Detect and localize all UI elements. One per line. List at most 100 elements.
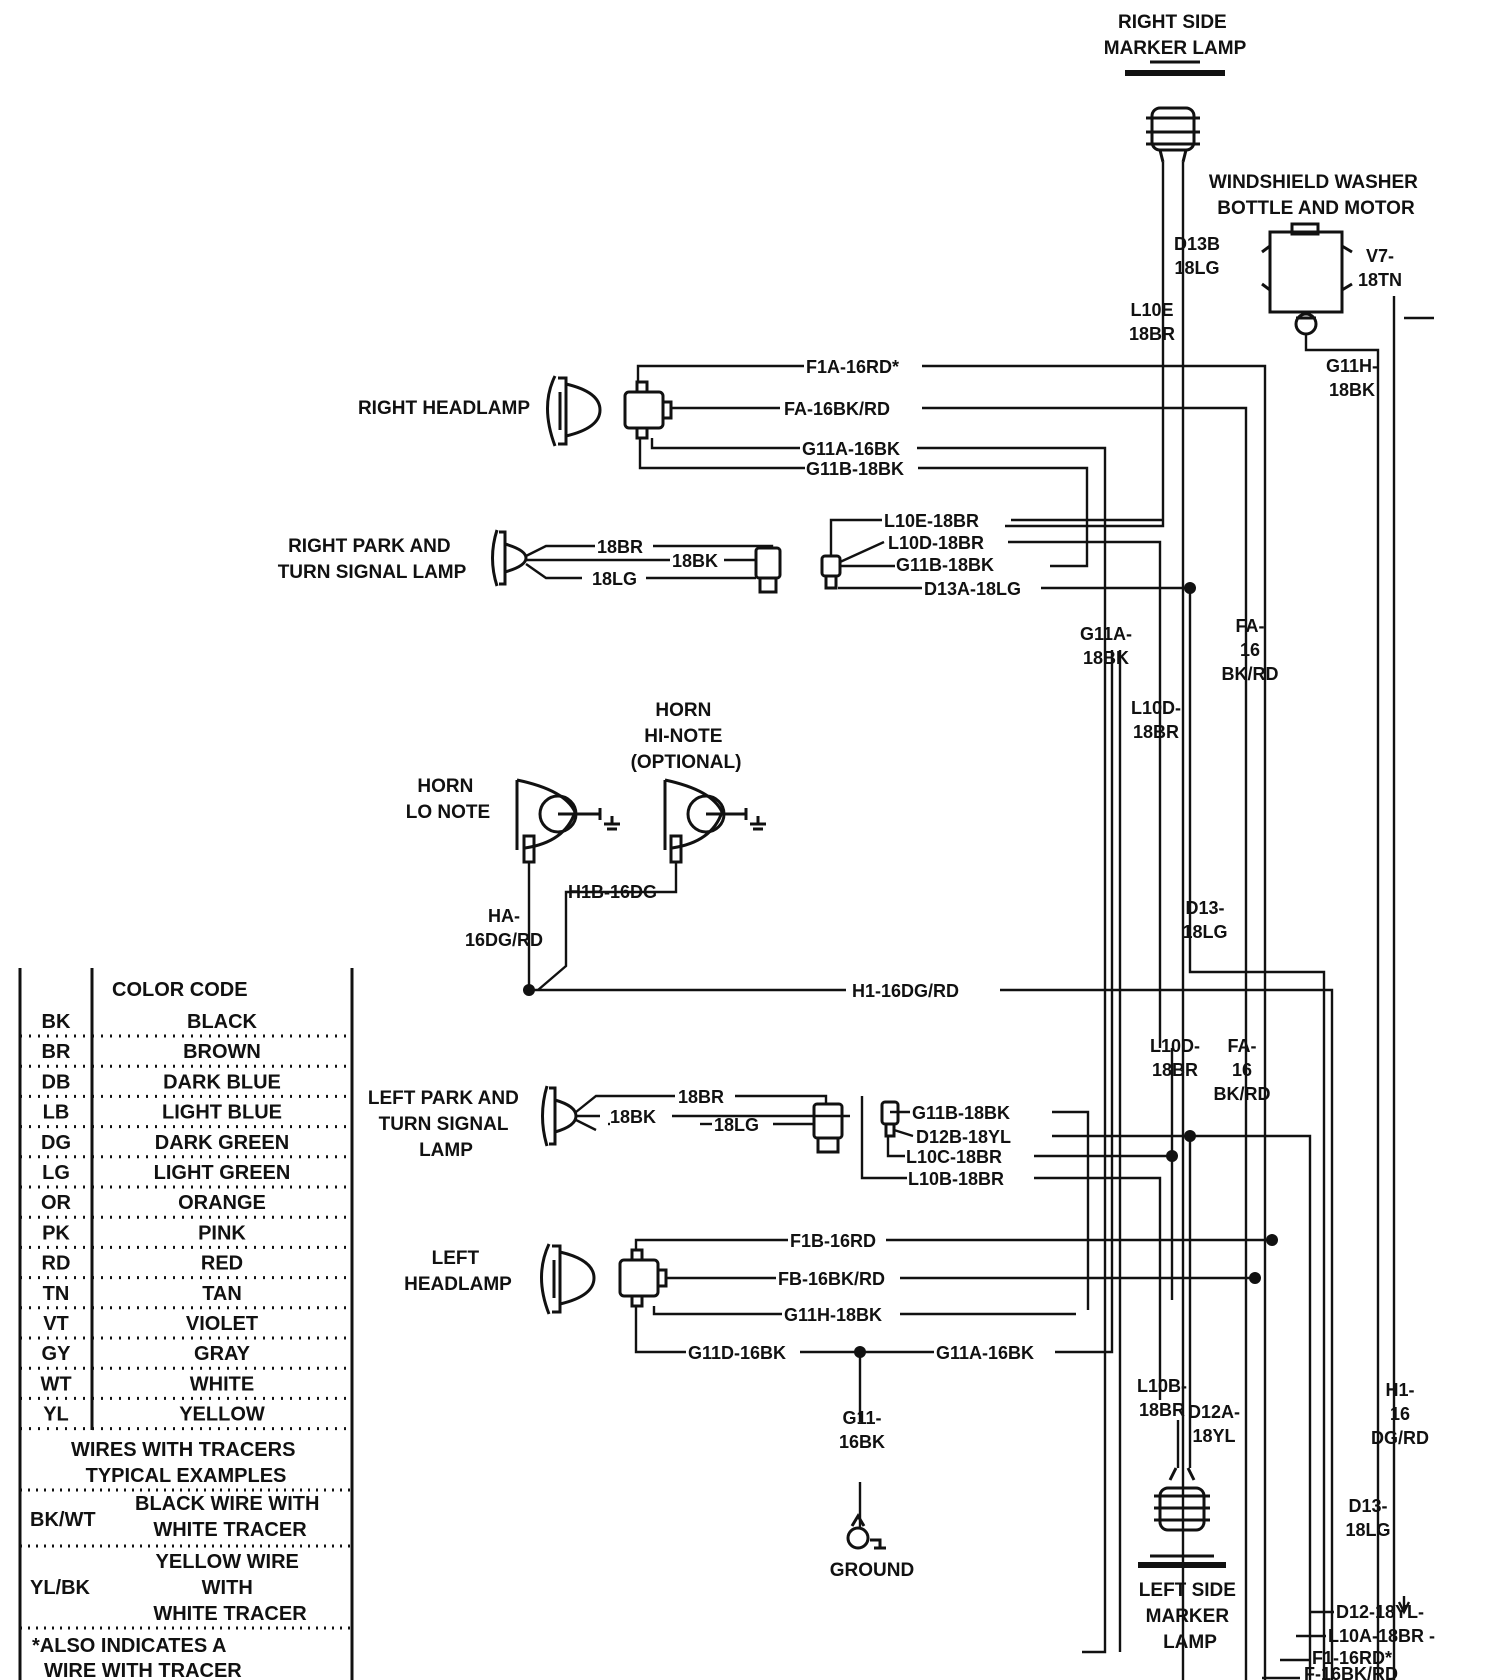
wire-label-g11b: G11B-18BK <box>806 459 904 479</box>
wire-label-v7: V7-18TN <box>1358 246 1402 290</box>
legend-code: BR <box>42 1041 71 1063</box>
wire-label-f1a: F1A-16RD* <box>806 357 899 377</box>
wire-label-g11h: G11H-18BK <box>784 1305 882 1325</box>
wire-label-d12-out: D12-18YL- <box>1336 1602 1424 1622</box>
wire-label-d13-v: D13-18LG <box>1182 898 1227 942</box>
wire-label-l10c: L10C-18BR <box>906 1147 1002 1167</box>
wire-label-g11a-l: G11A-16BK <box>936 1343 1034 1363</box>
wire-label-g11b-h: G11B-18BK <box>896 555 994 575</box>
legend-tracer-desc-ylbk: YELLOW WIRE WITH WHITE TRACER <box>153 1551 307 1625</box>
legend-tracers-title: WIRES WITH TRACERS TYPICAL EXAMPLES <box>71 1439 301 1487</box>
legend-color-name: VIOLET <box>186 1313 258 1335</box>
wire-label-d13-v2: D13-18LG <box>1345 1496 1390 1540</box>
left-park-lamp-label: LEFT PARK AND TURN SIGNAL LAMP <box>368 1088 524 1161</box>
wire-label-d12a: D12A-18YL <box>1188 1402 1240 1446</box>
legend-color-name: TAN <box>202 1283 242 1305</box>
right-park-lamp-symbol <box>491 529 842 594</box>
legend-tracer-code-ylbk: YL/BK <box>30 1577 91 1599</box>
legend-code: RD <box>42 1253 71 1275</box>
wire-label-d13a: D13A-18LG <box>924 579 1021 599</box>
legend-color-name: ORANGE <box>178 1192 266 1214</box>
legend-color-name: DARK GREEN <box>155 1132 289 1154</box>
legend-code: DB <box>42 1071 71 1093</box>
wire-label-f-out: F-16BK/RD <box>1304 1664 1398 1680</box>
legend-code: YL <box>43 1404 69 1426</box>
right-headlamp-symbol <box>546 375 673 447</box>
legend-color-name: DARK BLUE <box>163 1071 281 1093</box>
wire-label-l10d-v2: L10D-18BR <box>1150 1036 1200 1080</box>
legend-code: TN <box>43 1283 70 1305</box>
legend-code: GY <box>42 1343 72 1365</box>
wire-label-g11a: G11A-16BK <box>802 439 900 459</box>
wire-label-rp-18br: 18BR <box>597 537 643 557</box>
legend-color-name: GRAY <box>194 1343 251 1365</box>
legend-note: *ALSO INDICATES A WIRE WITH TRACER <box>32 1635 242 1680</box>
right-side-marker-lamp-symbol <box>1125 60 1225 163</box>
wire-label-ha: HA-16DG/RD <box>465 906 543 950</box>
legend-color-name: PINK <box>198 1222 246 1244</box>
legend-color-name: YELLOW <box>179 1404 265 1426</box>
wire-label-g11d: G11D-16BK <box>688 1343 786 1363</box>
left-headlamp-label: LEFT HEADLAMP <box>404 1248 512 1295</box>
horn-hi-symbol <box>663 778 766 864</box>
right-headlamp-label: RIGHT HEADLAMP <box>358 398 530 419</box>
ground-symbol <box>846 1513 886 1550</box>
right-park-lamp-label: RIGHT PARK AND TURN SIGNAL LAMP <box>278 536 467 583</box>
wire-label-g11-v: G11-16BK <box>839 1408 885 1452</box>
legend-rows: BK BLACK BR BROWN DB DARK BLUE LB LIGHT BLUE DG D… <box>20 1011 352 1431</box>
wire-label-g11b-l: G11B-18BK <box>912 1103 1010 1123</box>
legend-color-name: BROWN <box>183 1041 261 1063</box>
wire-label-l10a-out: L10A-18BR - <box>1328 1626 1435 1646</box>
wire-label-f1b: F1B-16RD <box>790 1231 876 1251</box>
legend-code: WT <box>40 1373 71 1395</box>
wire-label-lp-18bk: 18BK <box>610 1107 656 1127</box>
right-side-marker-lamp-label: RIGHT SIDE MARKER LAMP <box>1104 12 1247 59</box>
wire-label-fa: FA-16BK/RD <box>784 399 890 419</box>
horn-hi-label: HORN HI-NOTE (OPTIONAL) <box>631 700 742 773</box>
wire-label-rp-18lg: 18LG <box>592 569 637 589</box>
legend-code: DG <box>41 1132 71 1154</box>
wire-label-lp-18br: 18BR <box>678 1087 724 1107</box>
wire-label-h1b: H1B-16DG <box>568 882 657 902</box>
legend-code: BK <box>42 1011 71 1033</box>
wire-label-g11h-top: G11H-18BK <box>1326 356 1378 400</box>
wire-label-l10b-v: L10B-18BR <box>1137 1376 1187 1420</box>
wire-label-f1-out: F1-16RD* <box>1312 1648 1392 1668</box>
legend-color-name: LIGHT BLUE <box>162 1102 282 1124</box>
wire-label-l10d-h: L10D-18BR <box>888 533 984 553</box>
legend-color-name: WHITE <box>190 1373 254 1395</box>
washer-bottle-label: WINDSHIELD WASHER BOTTLE AND MOTOR <box>1209 172 1423 219</box>
horn-lo-symbol <box>515 778 620 864</box>
washer-bottle-symbol <box>1261 222 1353 336</box>
wire-label-rp-18bk: 18BK <box>672 551 718 571</box>
legend-code: PK <box>42 1222 70 1244</box>
wire-label-l10b-h: L10B-18BR <box>908 1169 1004 1189</box>
horn-lo-label: HORN LO NOTE <box>406 776 490 823</box>
legend-code: VT <box>43 1313 69 1335</box>
wire-label-lp-18lg: 18LG <box>714 1115 759 1135</box>
legend-tracer-desc-bkwt: BLACK WIRE WITH WHITE TRACER <box>135 1493 325 1541</box>
wire-label-l10d-v1: L10D-18BR <box>1131 698 1181 742</box>
wire-label-g11a-v: G11A-18BK <box>1080 624 1132 668</box>
wire-label-l10e-h: L10E-18BR <box>884 511 979 531</box>
legend-color-name: BLACK <box>187 1011 258 1033</box>
left-side-marker-lamp-label: LEFT SIDE MARKER LAMP <box>1139 1580 1241 1653</box>
legend-code: OR <box>41 1192 72 1214</box>
legend-code: LB <box>43 1102 70 1124</box>
left-headlamp-symbol <box>540 1243 668 1315</box>
wire-label-h1: H1-16DG/RD <box>852 981 959 1001</box>
wire-label-d12b: D12B-18YL <box>916 1127 1011 1147</box>
junction-dots <box>523 582 1278 1358</box>
legend-tracer-code-bkwt: BK/WT <box>30 1509 96 1531</box>
wire-label-fb: FB-16BK/RD <box>778 1269 885 1289</box>
legend-color-name: LIGHT GREEN <box>154 1162 291 1184</box>
